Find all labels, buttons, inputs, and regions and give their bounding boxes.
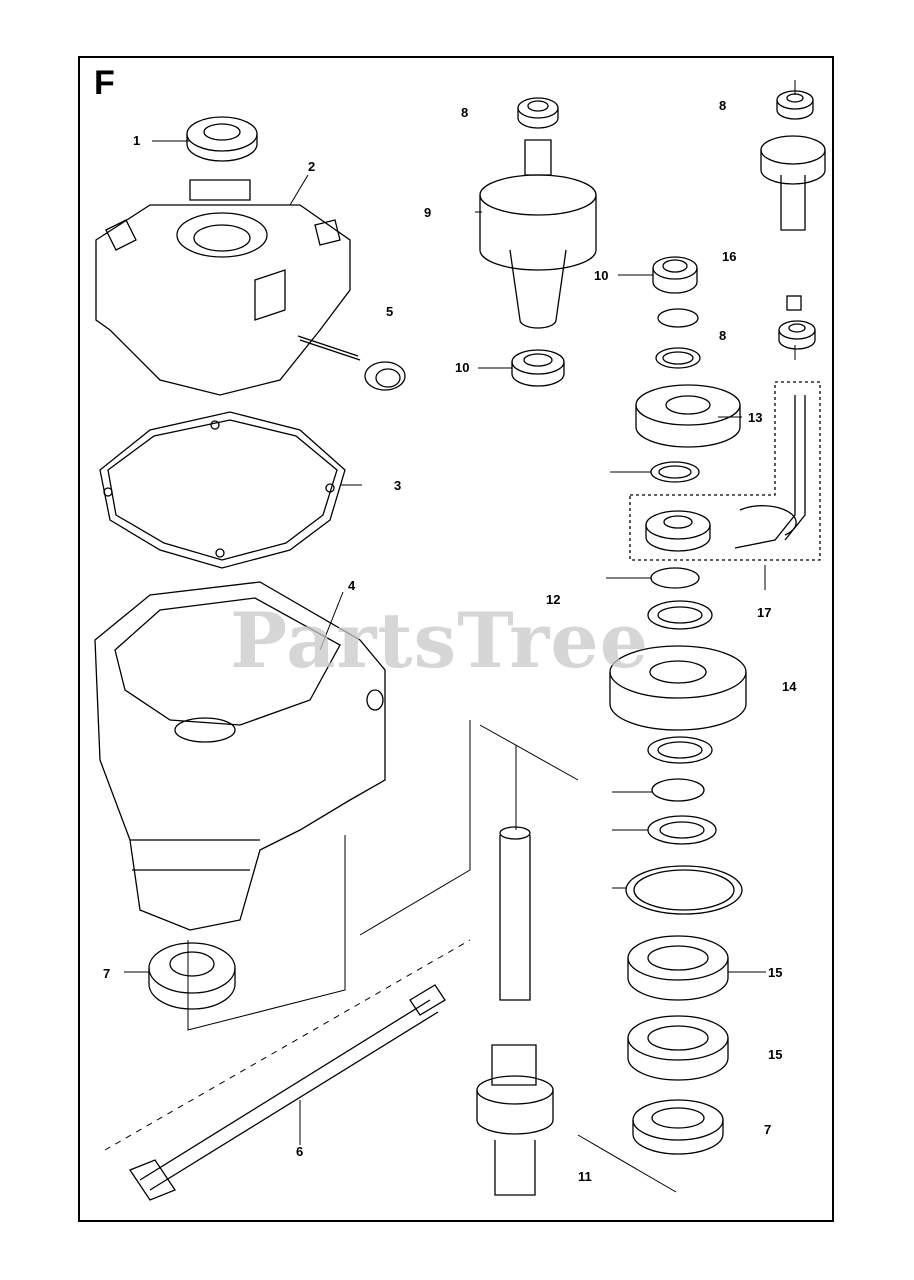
part-7-seal-lower-right (632, 1099, 724, 1155)
callout-7-left: 7 (103, 966, 111, 981)
washer-mid (650, 461, 700, 483)
part-16-gear-shaft (760, 135, 826, 231)
callout-11: 11 (578, 1169, 592, 1184)
part-17-assembly-box (629, 381, 821, 561)
part-15-bearing-upper (627, 935, 729, 1001)
part-12-snap-ring (647, 567, 713, 630)
part-10-bearing-upper (652, 256, 698, 294)
callout-8-right: 8 (719, 98, 727, 113)
part-10-bearing-lower (511, 349, 565, 387)
part-8-bearing-top (517, 97, 559, 129)
part-3-gasket (99, 411, 346, 569)
part-2-housing-cover (95, 179, 351, 396)
washer-stack-lower (625, 736, 743, 915)
part-11-spindle (476, 826, 554, 1196)
section-letter: F (94, 64, 115, 102)
leader-lines (104, 80, 796, 1193)
watermark: PartsTree (230, 596, 650, 685)
callout-8-mid: 8 (719, 328, 727, 343)
part-14-large-gear (609, 645, 747, 731)
washer-stack-upper (655, 308, 701, 369)
callout-5: 5 (386, 304, 394, 319)
part-4-gearbox-housing (94, 581, 386, 931)
callout-7-right: 7 (764, 1122, 772, 1137)
part-9-pinion-gear (479, 139, 597, 329)
part-8-bearing-mid (778, 295, 816, 350)
callout-10-upper: 10 (594, 268, 609, 283)
callout-17: 17 (757, 605, 772, 620)
callout-2: 2 (308, 159, 316, 174)
part-5-screw (297, 335, 406, 391)
callout-16: 16 (722, 249, 737, 264)
callout-3: 3 (394, 478, 402, 493)
part-13-gear (635, 384, 741, 448)
part-6-drive-shaft (129, 984, 446, 1201)
part-1-seal (186, 116, 258, 162)
callout-15-upper: 15 (768, 965, 783, 980)
part-8-bearing-right (776, 90, 814, 120)
callout-12: 12 (546, 592, 561, 607)
callout-6: 6 (296, 1144, 304, 1159)
part-15-bearing-lower (627, 1015, 729, 1081)
callout-1: 1 (133, 133, 141, 148)
callout-15-lower: 15 (768, 1047, 783, 1062)
diagram-border (78, 56, 834, 1222)
part-17-components (645, 395, 806, 552)
callout-9: 9 (424, 205, 432, 220)
callout-8-top: 8 (461, 105, 469, 120)
part-7-seal-lower-left (148, 942, 236, 1010)
callout-4: 4 (348, 578, 356, 593)
callout-10-lower: 10 (455, 360, 470, 375)
callout-14: 14 (782, 679, 797, 694)
callout-13: 13 (748, 410, 763, 425)
